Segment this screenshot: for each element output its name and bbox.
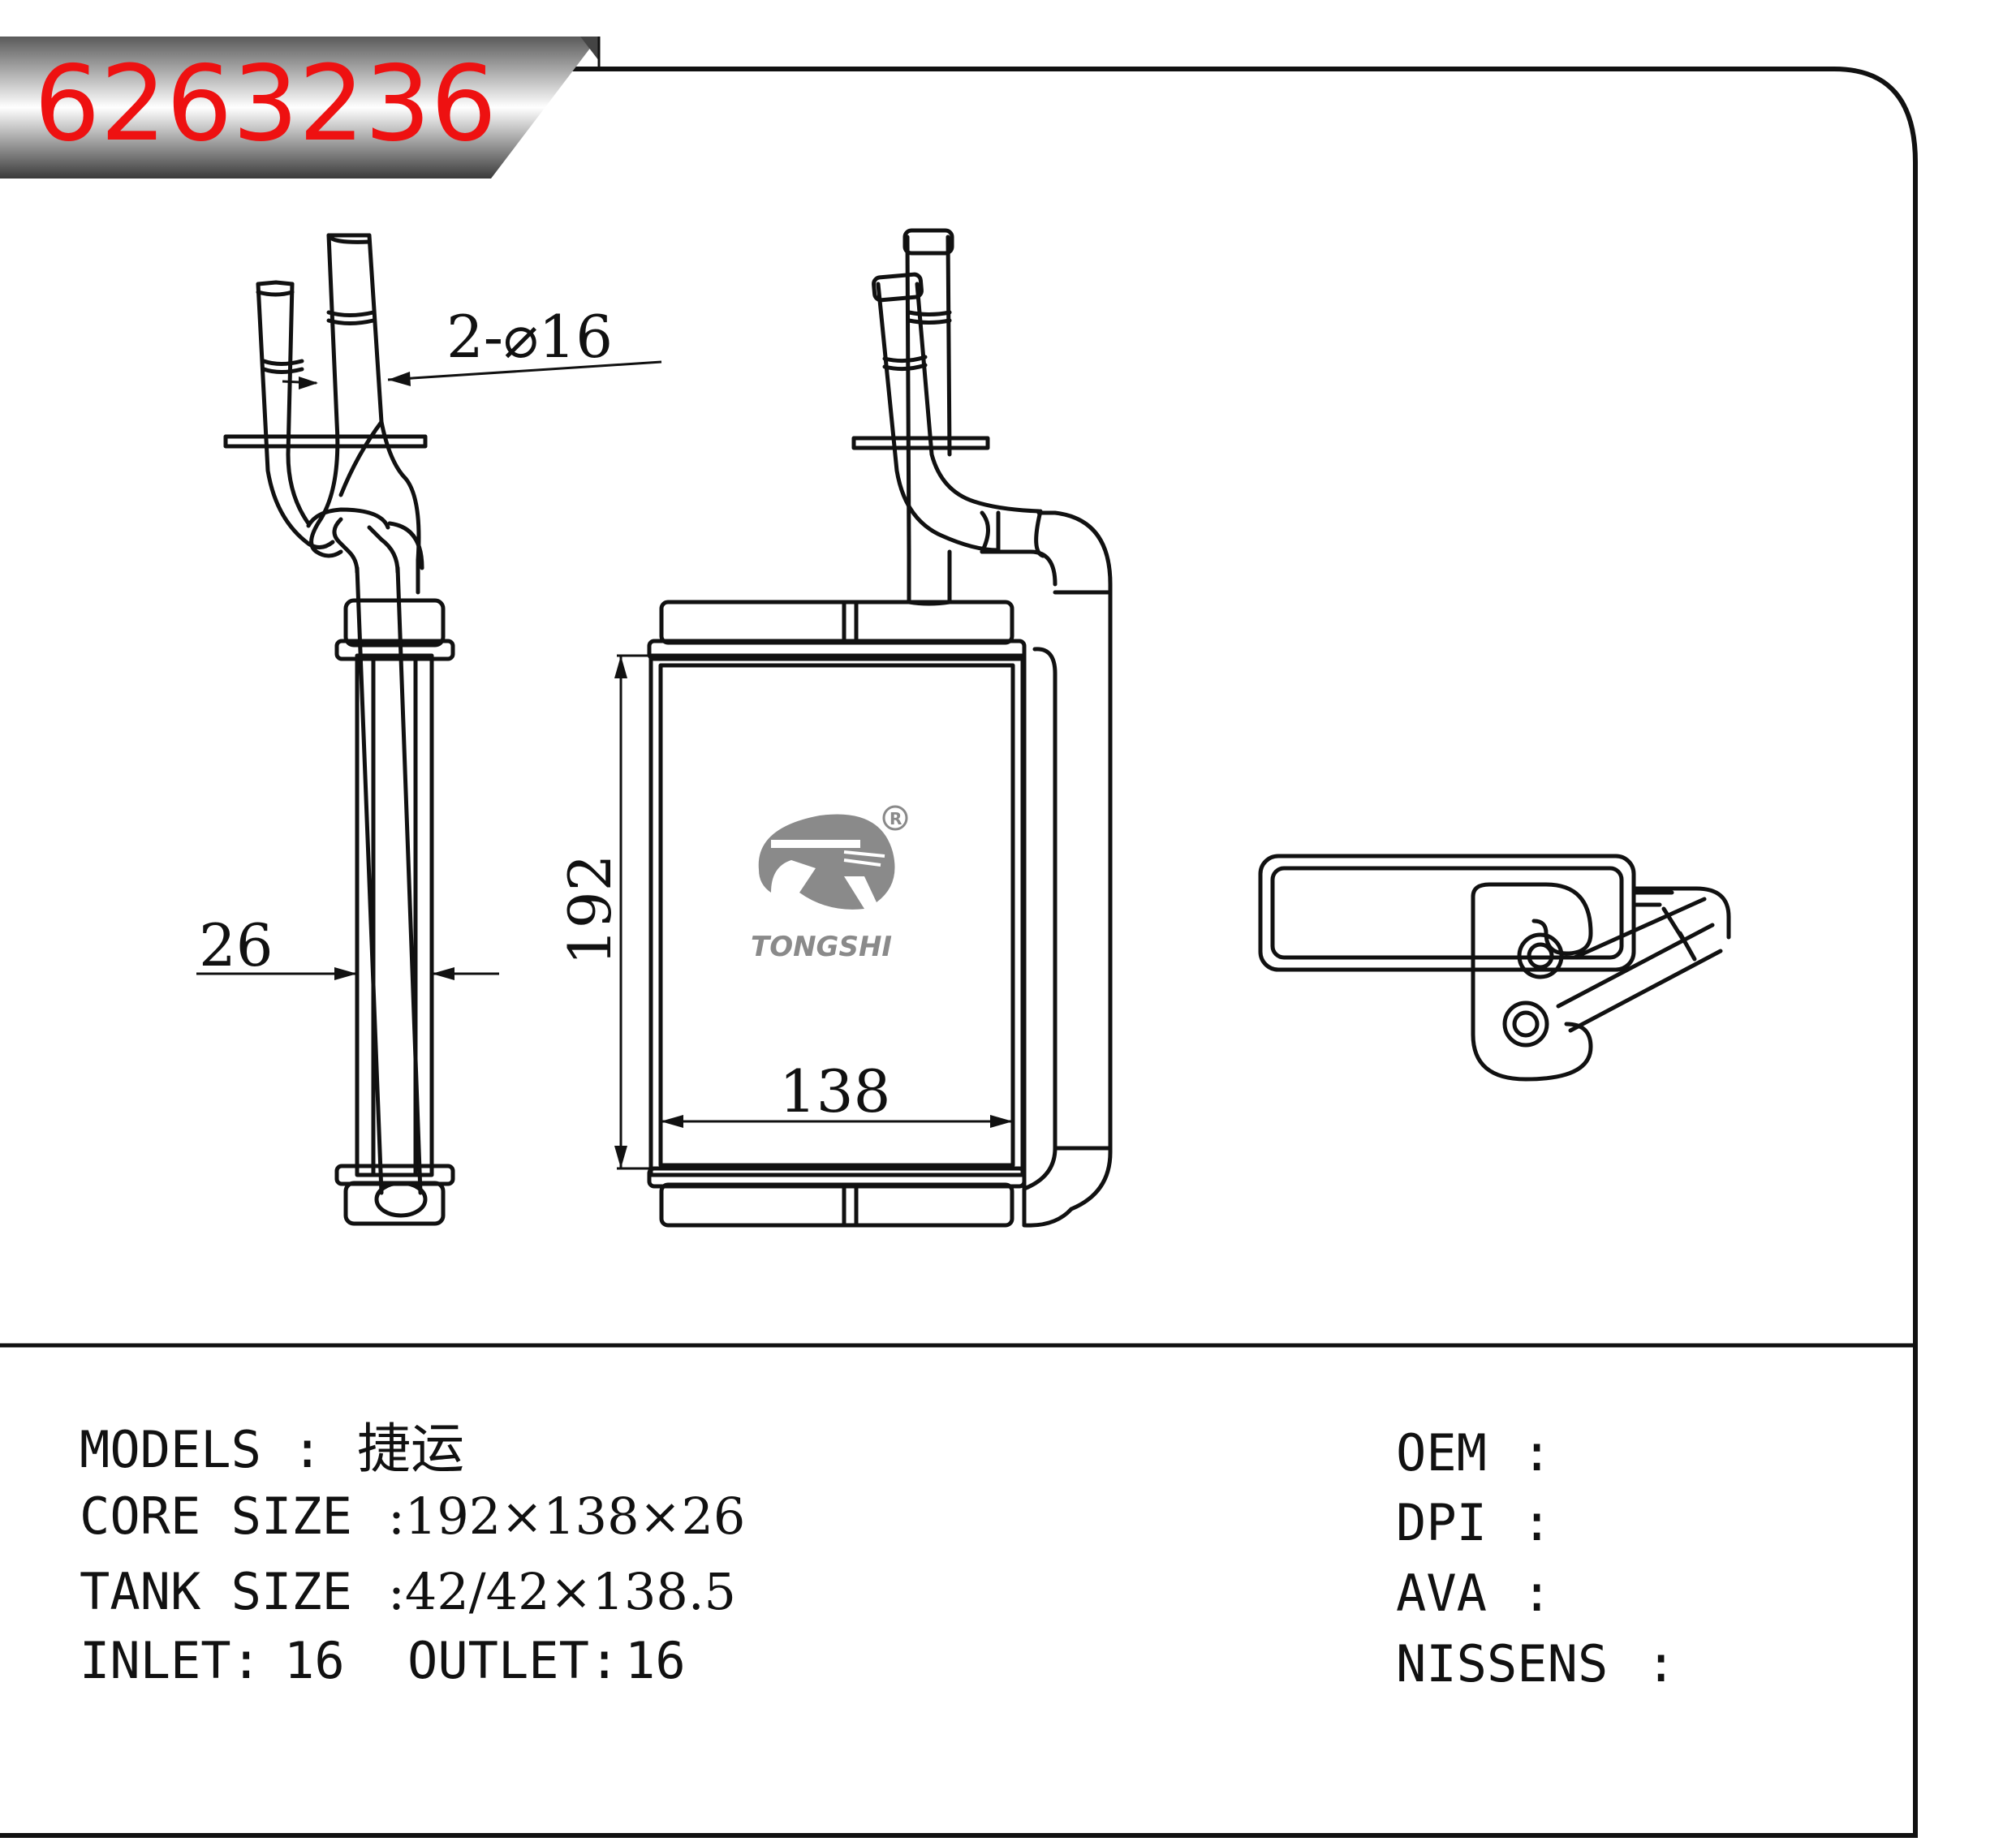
- thickness-dimension-label: 26: [199, 911, 274, 979]
- nissens-label: NISSENS: [1396, 1634, 1608, 1693]
- tank-size-value: :42/42×138.5: [388, 1562, 736, 1621]
- models-label: MODELS: [80, 1420, 261, 1479]
- tank-size-label: TANK SIZE: [80, 1562, 352, 1621]
- core-size-value: :192×138×26: [388, 1487, 745, 1546]
- part-number-banner: 6263236: [0, 37, 601, 179]
- inlet-label: INLET:: [80, 1631, 261, 1690]
- models-value: 捷运: [357, 1418, 464, 1480]
- front-view: [647, 228, 1113, 1228]
- brand-name: TONGSHI: [751, 931, 892, 963]
- dimension-lines: [196, 360, 1013, 1170]
- part-number: 6263236: [34, 44, 497, 165]
- nissens-separator: :: [1646, 1634, 1676, 1693]
- outlet-value: 16: [625, 1631, 686, 1690]
- ava-separator: :: [1522, 1564, 1552, 1623]
- inlet-value: 16: [284, 1631, 345, 1690]
- drawing-frame: [0, 67, 1918, 1838]
- dpi-label: DPI: [1396, 1493, 1487, 1552]
- height-dimension-label: 192: [556, 854, 624, 966]
- svg-text:R: R: [890, 809, 902, 828]
- core-size-label: CORE SIZE: [80, 1487, 352, 1546]
- outlet-label: OUTLET:: [407, 1631, 619, 1690]
- tongshi-logo: ® R TONGSHI: [751, 805, 908, 963]
- pipe-dimension-label: 2-⌀16: [446, 303, 613, 371]
- specs-block: MODELS : 捷运 CORE SIZE :192×138×26 TANK S…: [80, 1418, 745, 1690]
- ava-label: AVA: [1396, 1564, 1487, 1623]
- width-dimension-label: 138: [779, 1057, 890, 1125]
- oem-label: OEM: [1396, 1423, 1487, 1482]
- references-block: OEM : DPI : AVA : NISSENS :: [1396, 1423, 1676, 1693]
- oem-separator: :: [1522, 1423, 1552, 1482]
- logo-mark-icon: [758, 814, 895, 910]
- dpi-separator: :: [1522, 1493, 1552, 1552]
- top-view: [1258, 854, 1731, 1082]
- side-view: [223, 233, 455, 1226]
- models-separator: :: [292, 1420, 322, 1479]
